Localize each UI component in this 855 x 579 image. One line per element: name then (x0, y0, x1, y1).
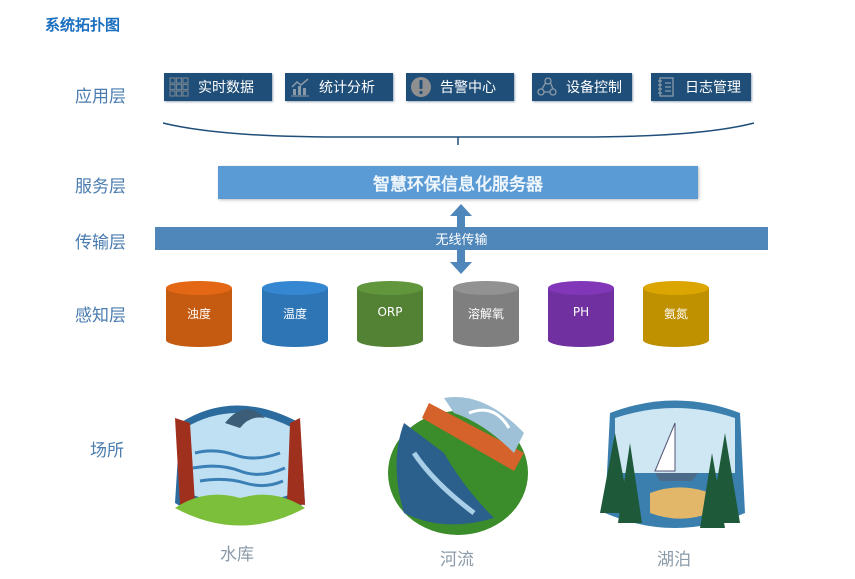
sensor-label: PH (572, 305, 590, 319)
sensor-cylinder: PH (547, 280, 615, 348)
app-button-label: 告警中心 (440, 80, 496, 96)
sensor-cylinder: 浊度 (165, 280, 233, 348)
grid-icon (168, 76, 190, 98)
lake-illustration (600, 400, 745, 528)
app-button-alerts[interactable]: 告警中心 (406, 73, 514, 101)
app-button-realtime[interactable]: 实时数据 (164, 73, 272, 101)
app-button-label: 统计分析 (319, 80, 375, 96)
app-button-label: 日志管理 (685, 80, 741, 96)
river-illustration (388, 397, 528, 535)
sensor-cylinder: ORP (356, 280, 424, 348)
app-button-logs[interactable]: 日志管理 (651, 73, 751, 101)
sensor-label: 温度 (282, 307, 307, 321)
layer-label-transport: 传输层 (75, 233, 126, 253)
sensor-cylinder: 溶解氧 (452, 280, 520, 348)
layer-label-app: 应用层 (75, 87, 126, 107)
app-button-label: 设备控制 (566, 80, 622, 96)
reservoir-illustration (175, 405, 305, 526)
nodes-icon (536, 76, 558, 98)
transport-bar: 无线传输 (155, 227, 768, 250)
app-button-statistics[interactable]: 统计分析 (285, 73, 393, 101)
sensor-cylinder: 温度 (261, 280, 329, 348)
layer-label-sensing: 感知层 (75, 306, 126, 326)
sensor-label: 溶解氧 (467, 307, 504, 321)
app-button-label: 实时数据 (198, 80, 254, 96)
app-button-device-control[interactable]: 设备控制 (532, 73, 632, 101)
place-label-reservoir: 水库 (220, 545, 254, 565)
layer-label-service: 服务层 (75, 177, 126, 197)
place-label-river: 河流 (440, 550, 474, 570)
sensor-cylinder: 氨氮 (642, 280, 710, 348)
layer-label-site: 场所 (90, 441, 124, 461)
sensor-label: 浊度 (186, 307, 211, 321)
brace-connector (162, 122, 755, 145)
chart-icon (289, 76, 311, 98)
page-title: 系统拓扑图 (45, 16, 121, 34)
sensor-label: ORP (377, 305, 403, 319)
sensor-label: 氨氮 (663, 307, 688, 321)
notebook-icon (655, 76, 677, 98)
server-box: 智慧环保信息化服务器 (218, 166, 698, 199)
alert-icon (410, 76, 432, 98)
place-label-lake: 湖泊 (657, 550, 691, 570)
